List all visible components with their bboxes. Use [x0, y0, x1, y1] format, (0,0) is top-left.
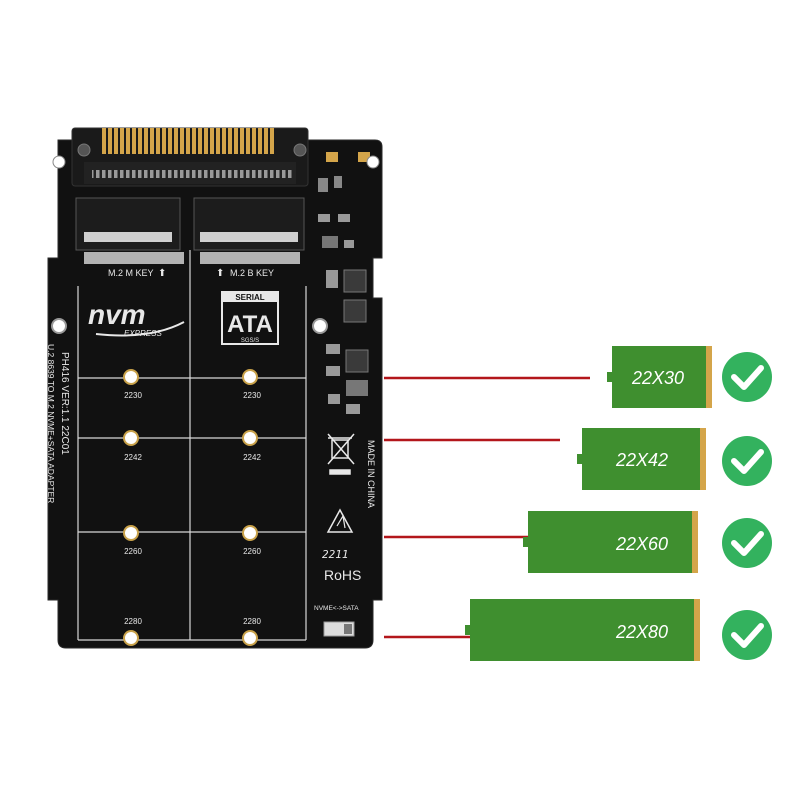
ssd-card-22x80: 22X80: [465, 599, 700, 661]
description-text: U.2 8639 TO M.2 NVME+SATA ADAPTER: [46, 344, 56, 503]
esd-warning-icon: [326, 508, 354, 533]
card-label: 22X42: [615, 450, 668, 470]
sata-logo: SERIAL ATA SGS/S: [221, 291, 279, 345]
nvme-logo: nvm EXPRESS: [88, 299, 185, 338]
b-key-label: M.2 B KEY: [230, 268, 274, 278]
up-arrow-icon: ⬆: [216, 268, 224, 279]
u2-connector: [71, 127, 309, 187]
pcb-board: M.2 M KEY M.2 B KEY ⬆ ⬆ nvm EXPRESS SERI…: [46, 127, 383, 649]
m2-slot-m: [75, 197, 184, 264]
m-key-label: M.2 M KEY: [108, 268, 154, 278]
svg-text:SGS/S: SGS/S: [241, 338, 259, 344]
card-label: 22X80: [615, 622, 668, 642]
ssd-card-22x42: 22X42: [577, 428, 706, 490]
made-in-text: MADE IN CHINA: [366, 440, 376, 508]
m2-slot-b: [193, 197, 305, 264]
size-label-2260: 2260: [124, 547, 142, 556]
card-label: 22X60: [615, 534, 668, 554]
weee-bin-icon: [327, 433, 355, 475]
model-text: PH416 VER:1.1 22C01: [59, 352, 70, 455]
check-icon: [722, 436, 772, 486]
svg-text:ATA: ATA: [227, 311, 273, 338]
size-label-2230: 2230: [243, 391, 261, 400]
slot-grid: [77, 250, 307, 641]
ssd-card-22x30: 22X30: [607, 346, 712, 408]
svg-text:nvm: nvm: [88, 299, 146, 330]
up-arrow-icon: ⬆: [158, 268, 166, 279]
rohs-mark: RoHS: [324, 567, 361, 583]
mode-switch: [323, 621, 355, 637]
size-label-2242: 2242: [243, 453, 261, 462]
size-label-2280: 2280: [124, 617, 142, 626]
card-label: 22X30: [631, 368, 684, 388]
check-icon: [722, 610, 772, 660]
ssd-card-22x60: 22X60: [523, 511, 698, 573]
check-icon: [722, 352, 772, 402]
size-label-2242: 2242: [124, 453, 142, 462]
svg-text:SERIAL: SERIAL: [235, 293, 264, 302]
switch-label: NVME<->SATA: [314, 605, 359, 612]
date-code: 2211: [322, 548, 349, 561]
smd-components: [318, 176, 369, 414]
size-label-2280: 2280: [243, 617, 261, 626]
check-icon: [722, 518, 772, 568]
size-label-2230: 2230: [124, 391, 142, 400]
standoff-holes: [123, 369, 258, 646]
size-label-2260: 2260: [243, 547, 261, 556]
pointer-lines: [384, 376, 590, 639]
